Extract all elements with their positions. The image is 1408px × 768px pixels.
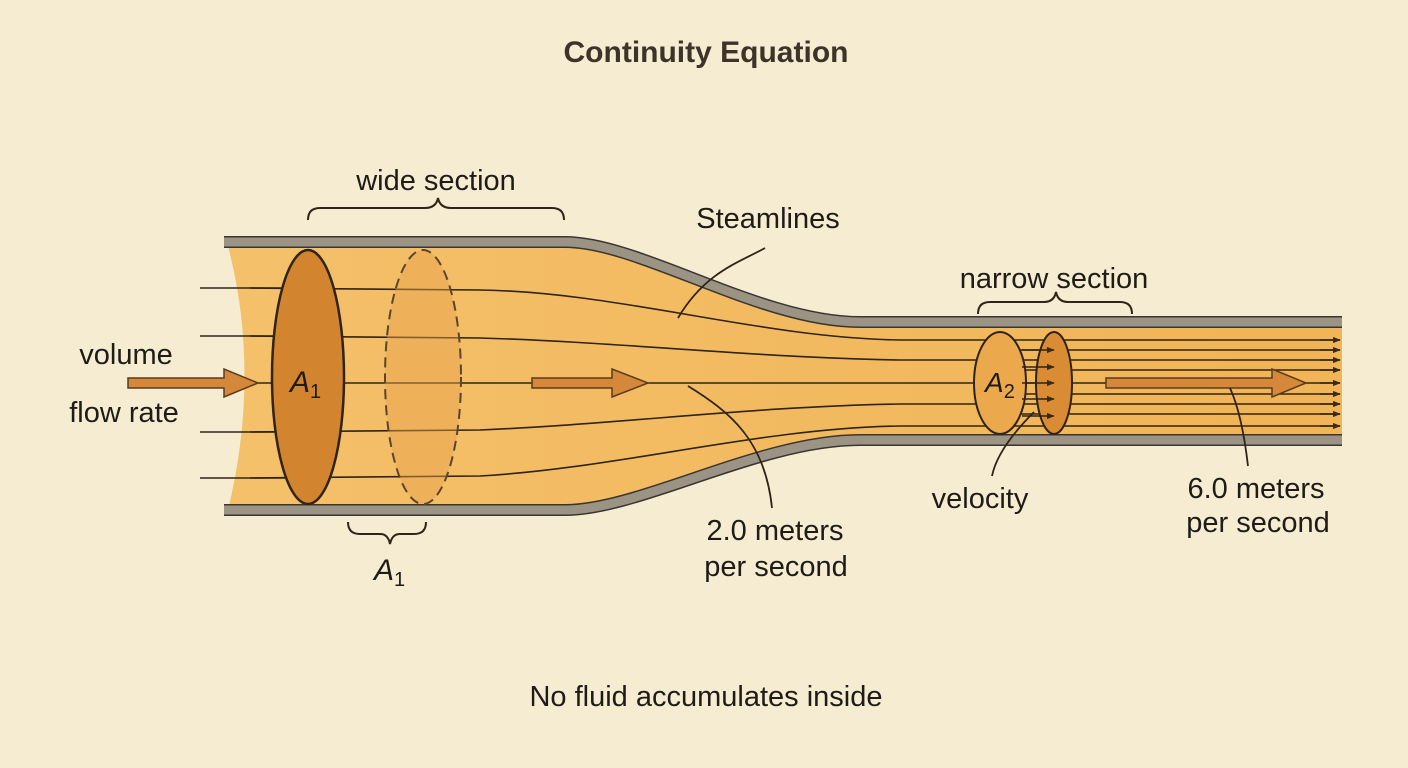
- velocity-arrow-wide: [531, 367, 651, 399]
- brace-a1-bottom: [347, 521, 427, 545]
- label-speed1-line2: per second: [704, 551, 848, 583]
- label-speed1-line1: 2.0 meters: [707, 515, 844, 547]
- leader-speed1: [687, 385, 773, 509]
- label-volume: volume: [79, 339, 173, 371]
- brace-wide-section: [307, 197, 565, 221]
- label-a1-symbol: A1: [288, 366, 321, 403]
- fluid-body: [228, 246, 1342, 510]
- streamline: [249, 425, 1340, 479]
- label-a2-symbol: A2: [983, 367, 1015, 403]
- exit-arrows: [1320, 336, 1341, 430]
- leader-streamlines: [677, 247, 766, 319]
- label-a1-bottom: A1: [372, 554, 405, 591]
- footer-caption: No fluid accumulates inside: [529, 681, 882, 713]
- label-speed2-line1: 6.0 meters: [1188, 473, 1325, 505]
- leader-velocity: [991, 411, 1035, 477]
- cross-section-a1: [270, 248, 346, 506]
- a2-arrows: [1022, 346, 1055, 420]
- label-streamlines: Steamlines: [696, 203, 839, 235]
- streamline: [249, 335, 1340, 361]
- brace-narrow-section: [977, 291, 1133, 315]
- velocity-arrow-narrow: [1105, 367, 1308, 399]
- label-speed2-line2: per second: [1186, 507, 1330, 539]
- streamline: [249, 287, 1340, 341]
- diagram-title: Continuity Equation: [564, 36, 849, 69]
- leader-speed2: [1229, 387, 1249, 467]
- label-flow-rate: flow rate: [69, 397, 179, 429]
- streamline: [249, 403, 1340, 433]
- volume-flow-arrow: [127, 367, 260, 399]
- label-velocity: velocity: [932, 483, 1029, 515]
- label-wide-section: wide section: [355, 165, 516, 197]
- cross-section-wide-dashed: [384, 249, 462, 505]
- label-narrow-section: narrow section: [960, 263, 1149, 295]
